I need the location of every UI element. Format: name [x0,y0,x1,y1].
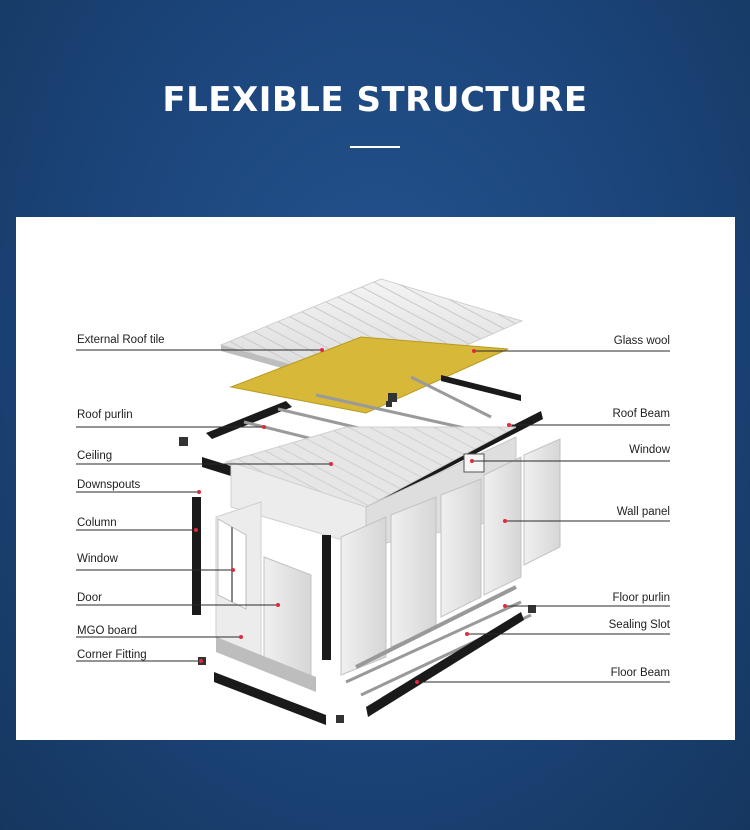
glass-wool-part [229,336,509,414]
column-part [192,497,331,660]
label-wall-panel: Wall panel [616,506,670,518]
label-roof-purlin: Roof purlin [77,409,133,421]
callout-markers [194,348,511,684]
label-window-left: Window [77,553,118,565]
label-door: Door [77,592,102,604]
label-ceiling: Ceiling [77,450,113,462]
label-corner-fitting: Corner Fitting [77,649,147,661]
label-mgo-board: MGO board [77,625,138,637]
label-glass-wool: Glass wool [613,335,670,347]
label-floor-purlin: Floor purlin [612,592,670,604]
label-roof-beam: Roof Beam [612,408,670,420]
label-window-right: Window [629,444,670,456]
label-downspouts: Downspouts [77,479,141,491]
label-external-roof-tile: External Roof tile [77,334,165,346]
label-floor-beam: Floor Beam [610,667,670,679]
wall-panels-part [215,438,561,688]
label-column: Column [77,517,117,529]
exploded-structure-illustration [76,278,670,725]
title-underline [350,146,400,148]
leader-lines [76,349,670,683]
page-title: FLEXIBLE STRUCTURE [162,80,588,120]
diagram-panel: External Roof tile Roof purlin Ceiling D… [16,217,735,740]
label-sealing-slot: Sealing Slot [608,619,670,631]
